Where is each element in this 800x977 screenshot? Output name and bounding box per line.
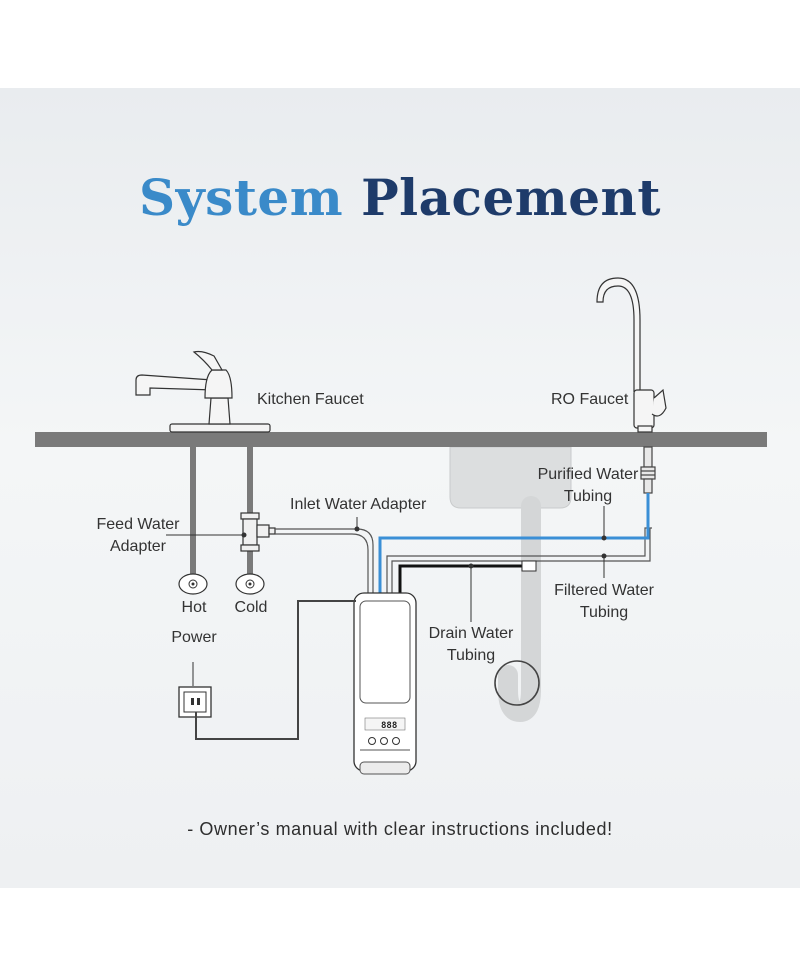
drain-water-tubing xyxy=(398,564,524,596)
ro-unit: 888 xyxy=(353,592,417,775)
label-inlet-water-adapter: Inlet Water Adapter xyxy=(290,496,427,513)
purified-water-tubing xyxy=(378,493,650,596)
unit-button-1 xyxy=(368,737,376,745)
label-power: Power xyxy=(171,629,217,646)
label-cold: Cold xyxy=(234,599,268,616)
inlet-water-tubing xyxy=(275,528,374,596)
label-kitchen-faucet: Kitchen Faucet xyxy=(257,391,364,408)
label-filtered-water-tubing: Filtered Water Tubing xyxy=(544,580,664,624)
footnote: - Owner’s manual with clear instructions… xyxy=(187,819,613,839)
label-ro-faucet: RO Faucet xyxy=(551,391,629,408)
ro-faucet xyxy=(596,277,667,433)
unit-button-3 xyxy=(392,737,400,745)
unit-button-2 xyxy=(380,737,388,745)
page-title: System Placement xyxy=(0,168,800,227)
countertop xyxy=(35,432,767,447)
label-purified-water-tubing: Purified Water Tubing xyxy=(528,464,648,508)
hot-shutoff-valve xyxy=(178,573,208,595)
title-word-placement: Placement xyxy=(361,168,661,227)
label-hot: Hot xyxy=(181,599,207,616)
label-purified-line1: Purified Water xyxy=(537,466,639,483)
leader-lines xyxy=(166,506,605,686)
leader-dots xyxy=(241,526,607,569)
hot-supply-pipe xyxy=(190,447,196,575)
kitchen-faucet xyxy=(135,350,271,433)
cold-supply-pipe xyxy=(247,447,253,575)
unit-display-panel xyxy=(364,717,406,731)
cold-shutoff-valve xyxy=(235,573,265,595)
title-word-system: System xyxy=(139,168,344,227)
sink-basin xyxy=(449,446,572,509)
label-filtered-line1: Filtered Water xyxy=(554,582,654,599)
label-feed-water-adapter: Feed Water Adapter xyxy=(86,514,190,558)
label-drain-line2: Tubing xyxy=(446,647,496,664)
drain-trap-loop xyxy=(494,660,540,706)
unit-display-readout: 888 xyxy=(381,721,397,731)
label-feed-line1: Feed Water xyxy=(96,516,180,533)
label-drain-water-tubing: Drain Water Tubing xyxy=(416,623,526,667)
label-filtered-line2: Tubing xyxy=(579,604,629,621)
label-drain-line1: Drain Water xyxy=(428,625,514,642)
power-outlet xyxy=(178,686,212,718)
power-cord xyxy=(195,600,356,740)
drain-saddle xyxy=(521,560,537,572)
label-purified-line2: Tubing xyxy=(563,488,613,505)
feed-water-adapter xyxy=(240,512,276,552)
label-feed-line2: Adapter xyxy=(109,538,167,555)
